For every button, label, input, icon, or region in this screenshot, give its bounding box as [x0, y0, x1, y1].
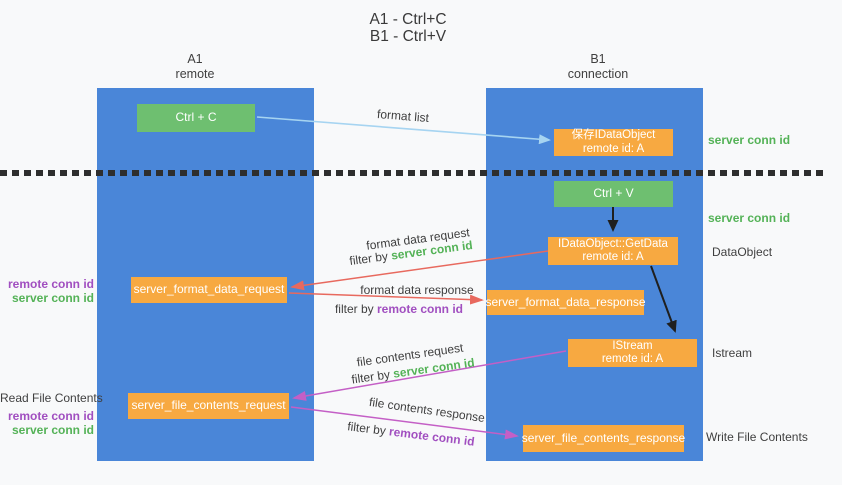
left-remote-conn-id-bottom: remote conn id [7, 409, 94, 423]
istream-line2: remote id: A [601, 353, 664, 365]
ctrl-c-label: Ctrl + C [175, 110, 217, 125]
istream-line1: IStream [612, 339, 653, 352]
lifeline-b1-sub: connection [567, 67, 629, 81]
idataobject-getdata-node: IDataObject::GetData remote id: A [548, 237, 678, 265]
save-idataobject-node: 保存IDataObject remote id: A [554, 129, 673, 156]
diagram-title: A1 - Ctrl+C B1 - Ctrl+V [308, 11, 508, 45]
read-file-contents-label: Read File Contents [0, 391, 103, 405]
remote-conn-id-term: remote conn id [388, 424, 476, 449]
server-file-contents-response-label: server_file_contents_response [521, 430, 686, 445]
istream-node: IStream remote id: A [568, 339, 697, 367]
server-format-data-request-label: server_format_data_request [133, 282, 285, 297]
left-remote-conn-id-mid: remote conn id [7, 277, 94, 291]
write-file-contents-label: Write File Contents [706, 430, 808, 444]
save-idataobject-line2: remote id: A [582, 142, 645, 155]
lifeline-b1-name: B1 [590, 52, 606, 66]
right-server-conn-id-top: server conn id [708, 133, 791, 147]
server-file-contents-request-label: server_file_contents_request [131, 398, 286, 413]
file-contents-response-label: file contents response [368, 394, 486, 426]
server-format-data-request-node: server_format_data_request [131, 277, 287, 303]
lifeline-a1-sub: remote [175, 67, 215, 81]
save-idataobject-line1: 保存IDataObject [571, 129, 656, 141]
server-file-contents-response-node: server_file_contents_response [521, 425, 686, 452]
filter-by-remote-conn-id-label-bottom: filter by remote conn id [336, 418, 487, 450]
lifeline-header-a1: A1 remote [140, 52, 250, 82]
format-data-response-label: format data response [360, 283, 474, 297]
title-line-2: B1 - Ctrl+V [369, 28, 447, 45]
ctrl-v-node: Ctrl + V [554, 181, 673, 207]
ctrl-v-label: Ctrl + V [593, 186, 634, 201]
remote-conn-id-term: remote conn id [377, 302, 464, 316]
dataobject-label: DataObject [712, 245, 773, 259]
istream-side-label: Istream [712, 346, 753, 360]
lifeline-a1-name: A1 [187, 52, 203, 66]
getdata-line2: remote id: A [582, 251, 644, 263]
ctrl-c-node: Ctrl + C [137, 104, 255, 132]
phase-separator-line [0, 170, 824, 176]
filter-by-text: filter by [350, 367, 391, 387]
format-list-label: format list [376, 106, 430, 126]
left-server-conn-id-mid: server conn id [11, 291, 94, 305]
server-file-contents-request-node: server_file_contents_request [128, 393, 289, 419]
right-server-conn-id-mid: server conn id [708, 211, 791, 225]
filter-by-text: filter by [346, 419, 387, 438]
left-server-conn-id-bottom: server conn id [11, 423, 94, 437]
server-format-data-response-node: server_format_data_response [485, 290, 646, 315]
getdata-line1: IDataObject::GetData [558, 237, 668, 250]
title-line-1: A1 - Ctrl+C [369, 11, 447, 28]
filter-by-text: filter by [334, 302, 374, 316]
lifeline-header-b1: B1 connection [543, 52, 653, 82]
server-format-data-response-label: server_format_data_response [485, 294, 646, 309]
filter-by-remote-conn-id-label-top: filter by remote conn id [324, 302, 474, 316]
